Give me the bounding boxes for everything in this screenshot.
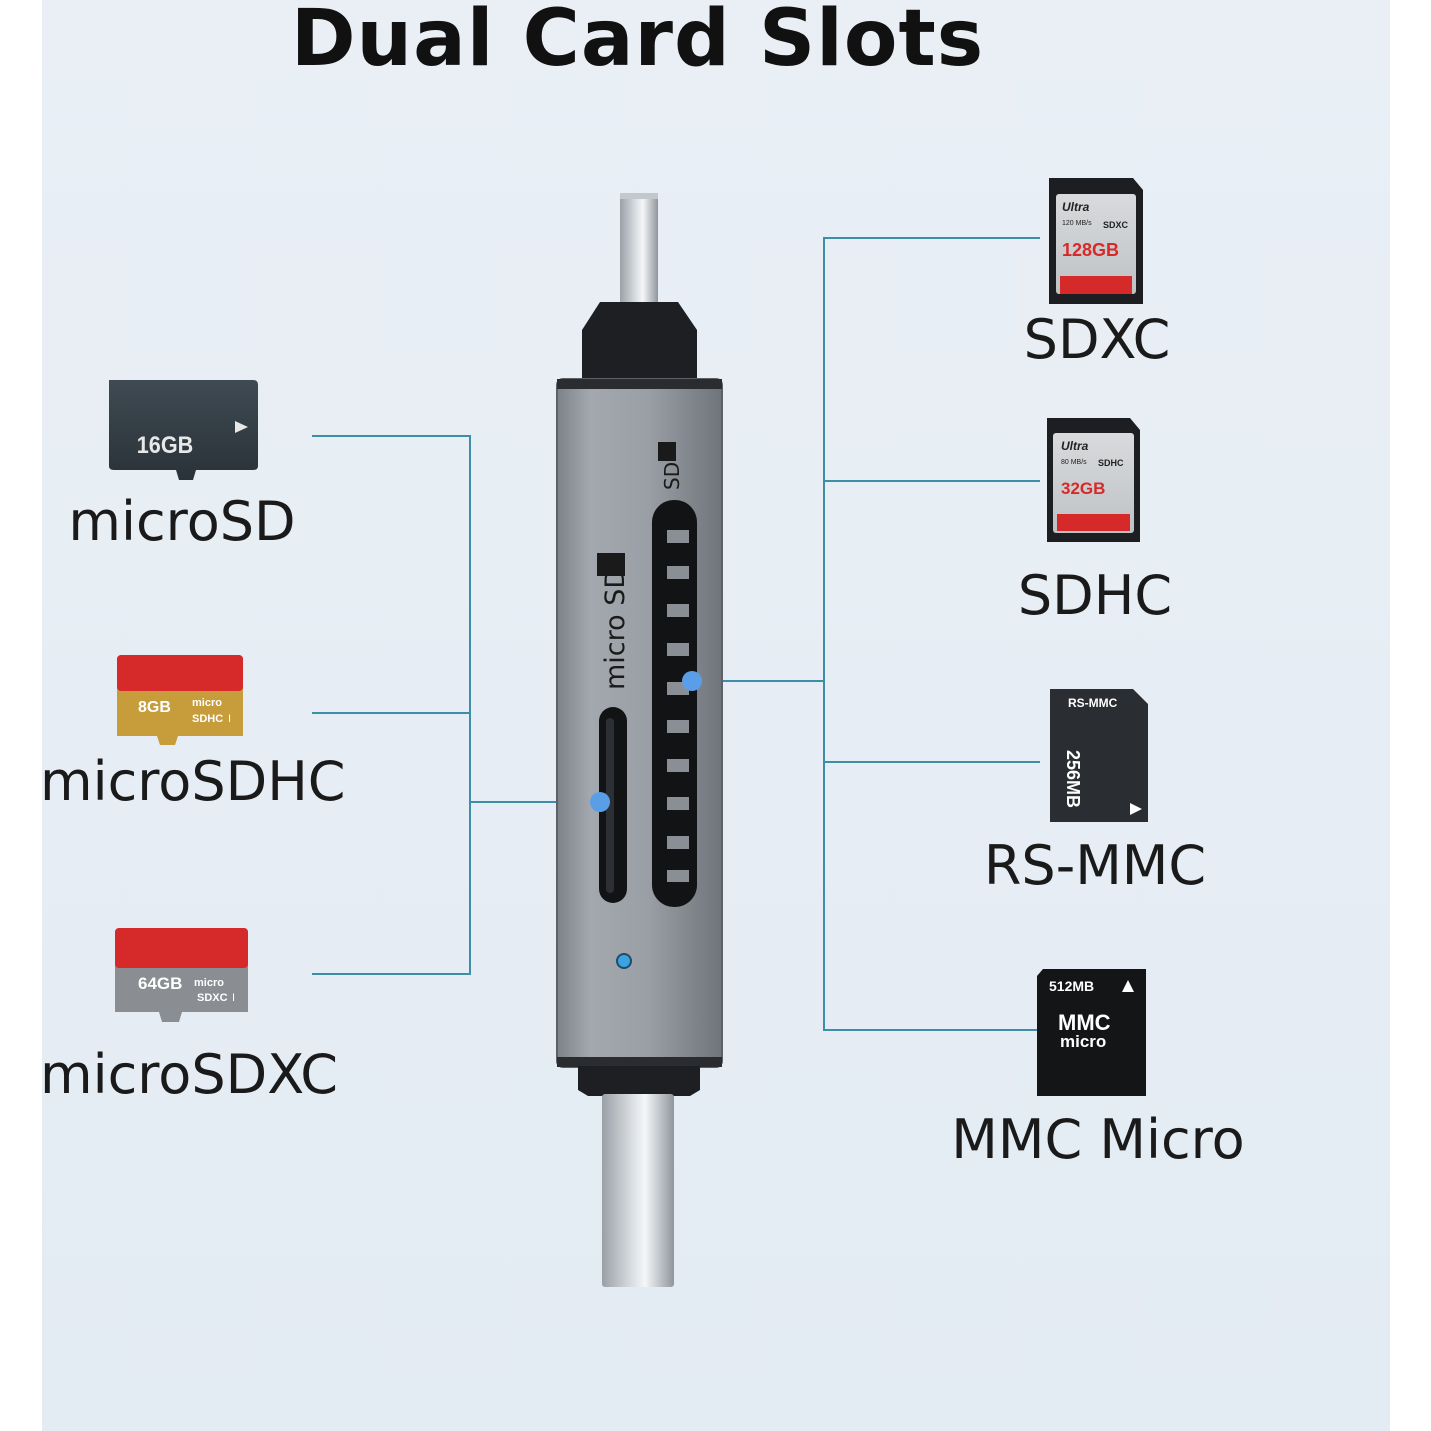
sdhc-speed: 80 MB/s (1061, 459, 1087, 466)
rs-mmc-capacity: 256MB (1063, 750, 1083, 808)
label-microsdxc: microSDXC (40, 1043, 338, 1106)
microsd-card-capacity: 16GB (137, 431, 193, 458)
reader-body (556, 378, 723, 1068)
sdxc-capacity: 128GB (1062, 240, 1119, 260)
microsdhc-card-capacity: 8GB (138, 699, 171, 716)
mmc-logo-line2: micro (1060, 1032, 1106, 1051)
mmc-micro-512mb-card: 512MB MMC micro (1037, 969, 1146, 1096)
top-plug-collar (582, 302, 697, 380)
sdhc-brand: Ultra (1061, 439, 1089, 453)
svg-text:SDXC: SDXC (197, 992, 228, 1004)
micro-sdxc-logo-icon: micro SDXC (194, 977, 228, 1004)
bottom-usb-c-plug (602, 1094, 674, 1287)
mmc-logo-line1: MMC (1058, 1010, 1111, 1035)
sd-slot-pins (667, 530, 689, 882)
rs-mmc-256mb-card: RS-MMC 256MB (1050, 689, 1148, 822)
label-mmc-micro: MMC Micro (951, 1108, 1245, 1171)
svg-text:I: I (228, 713, 231, 725)
sdxc-speed: 120 MB/s (1062, 220, 1092, 227)
card-reader-device: SD micro SD (556, 193, 723, 1287)
right-connector-bracket (692, 237, 1040, 1031)
bottom-plug-collar (578, 1066, 700, 1096)
microsd-slot-card-icon (597, 553, 625, 576)
microsdxc-64gb-card: 64GB micro SDXC I (115, 928, 248, 1022)
rs-mmc-top-text: RS-MMC (1068, 696, 1118, 710)
sd-slot-label: SD (660, 462, 684, 490)
sdxc-128gb-card: Ultra 120 MB/s 128GB SDXC (1049, 178, 1143, 304)
sdxc-brand: Ultra (1062, 200, 1090, 214)
status-led (616, 953, 632, 969)
svg-text:SDHC: SDHC (192, 713, 223, 725)
page-title: Dual Card Slots (290, 0, 985, 84)
mmc-micro-capacity: 512MB (1049, 978, 1094, 994)
micro-sdhc-logo-icon: micro SDHC (192, 697, 223, 725)
microsd-slot-pointer-dot (590, 792, 610, 812)
microsdhc-8gb-card: 8GB micro SDHC I (117, 655, 243, 745)
label-microsd: microSD (68, 490, 296, 553)
label-microsdhc: microSDHC (40, 750, 346, 813)
sdhc-capacity: 32GB (1061, 479, 1105, 498)
sd-slot-pointer-dot (682, 671, 702, 691)
sd-slot-card-icon (658, 442, 676, 461)
label-sdhc: SDHC (1017, 564, 1173, 627)
svg-text:I: I (232, 992, 235, 1004)
microsdxc-card-capacity: 64GB (138, 974, 182, 993)
rs-mmc-arrow-icon (1130, 803, 1142, 815)
label-sdxc: SDXC (1023, 308, 1171, 371)
play-triangle-icon (235, 421, 248, 433)
sdxc-logo-icon: SDXC (1103, 220, 1129, 230)
mmc-micro-arrow-icon (1122, 980, 1134, 992)
microsd-slot-label: micro SD (600, 568, 631, 690)
label-rs-mmc: RS-MMC (983, 834, 1207, 897)
svg-text:micro: micro (194, 977, 224, 989)
sdhc-32gb-card: Ultra 80 MB/s 32GB SDHC (1047, 418, 1140, 542)
sdhc-logo-icon: SDHC (1098, 458, 1124, 468)
top-usb-c-plug (620, 193, 658, 315)
microsd-16gb-card: 16GB (109, 380, 258, 480)
svg-text:micro: micro (192, 697, 222, 709)
